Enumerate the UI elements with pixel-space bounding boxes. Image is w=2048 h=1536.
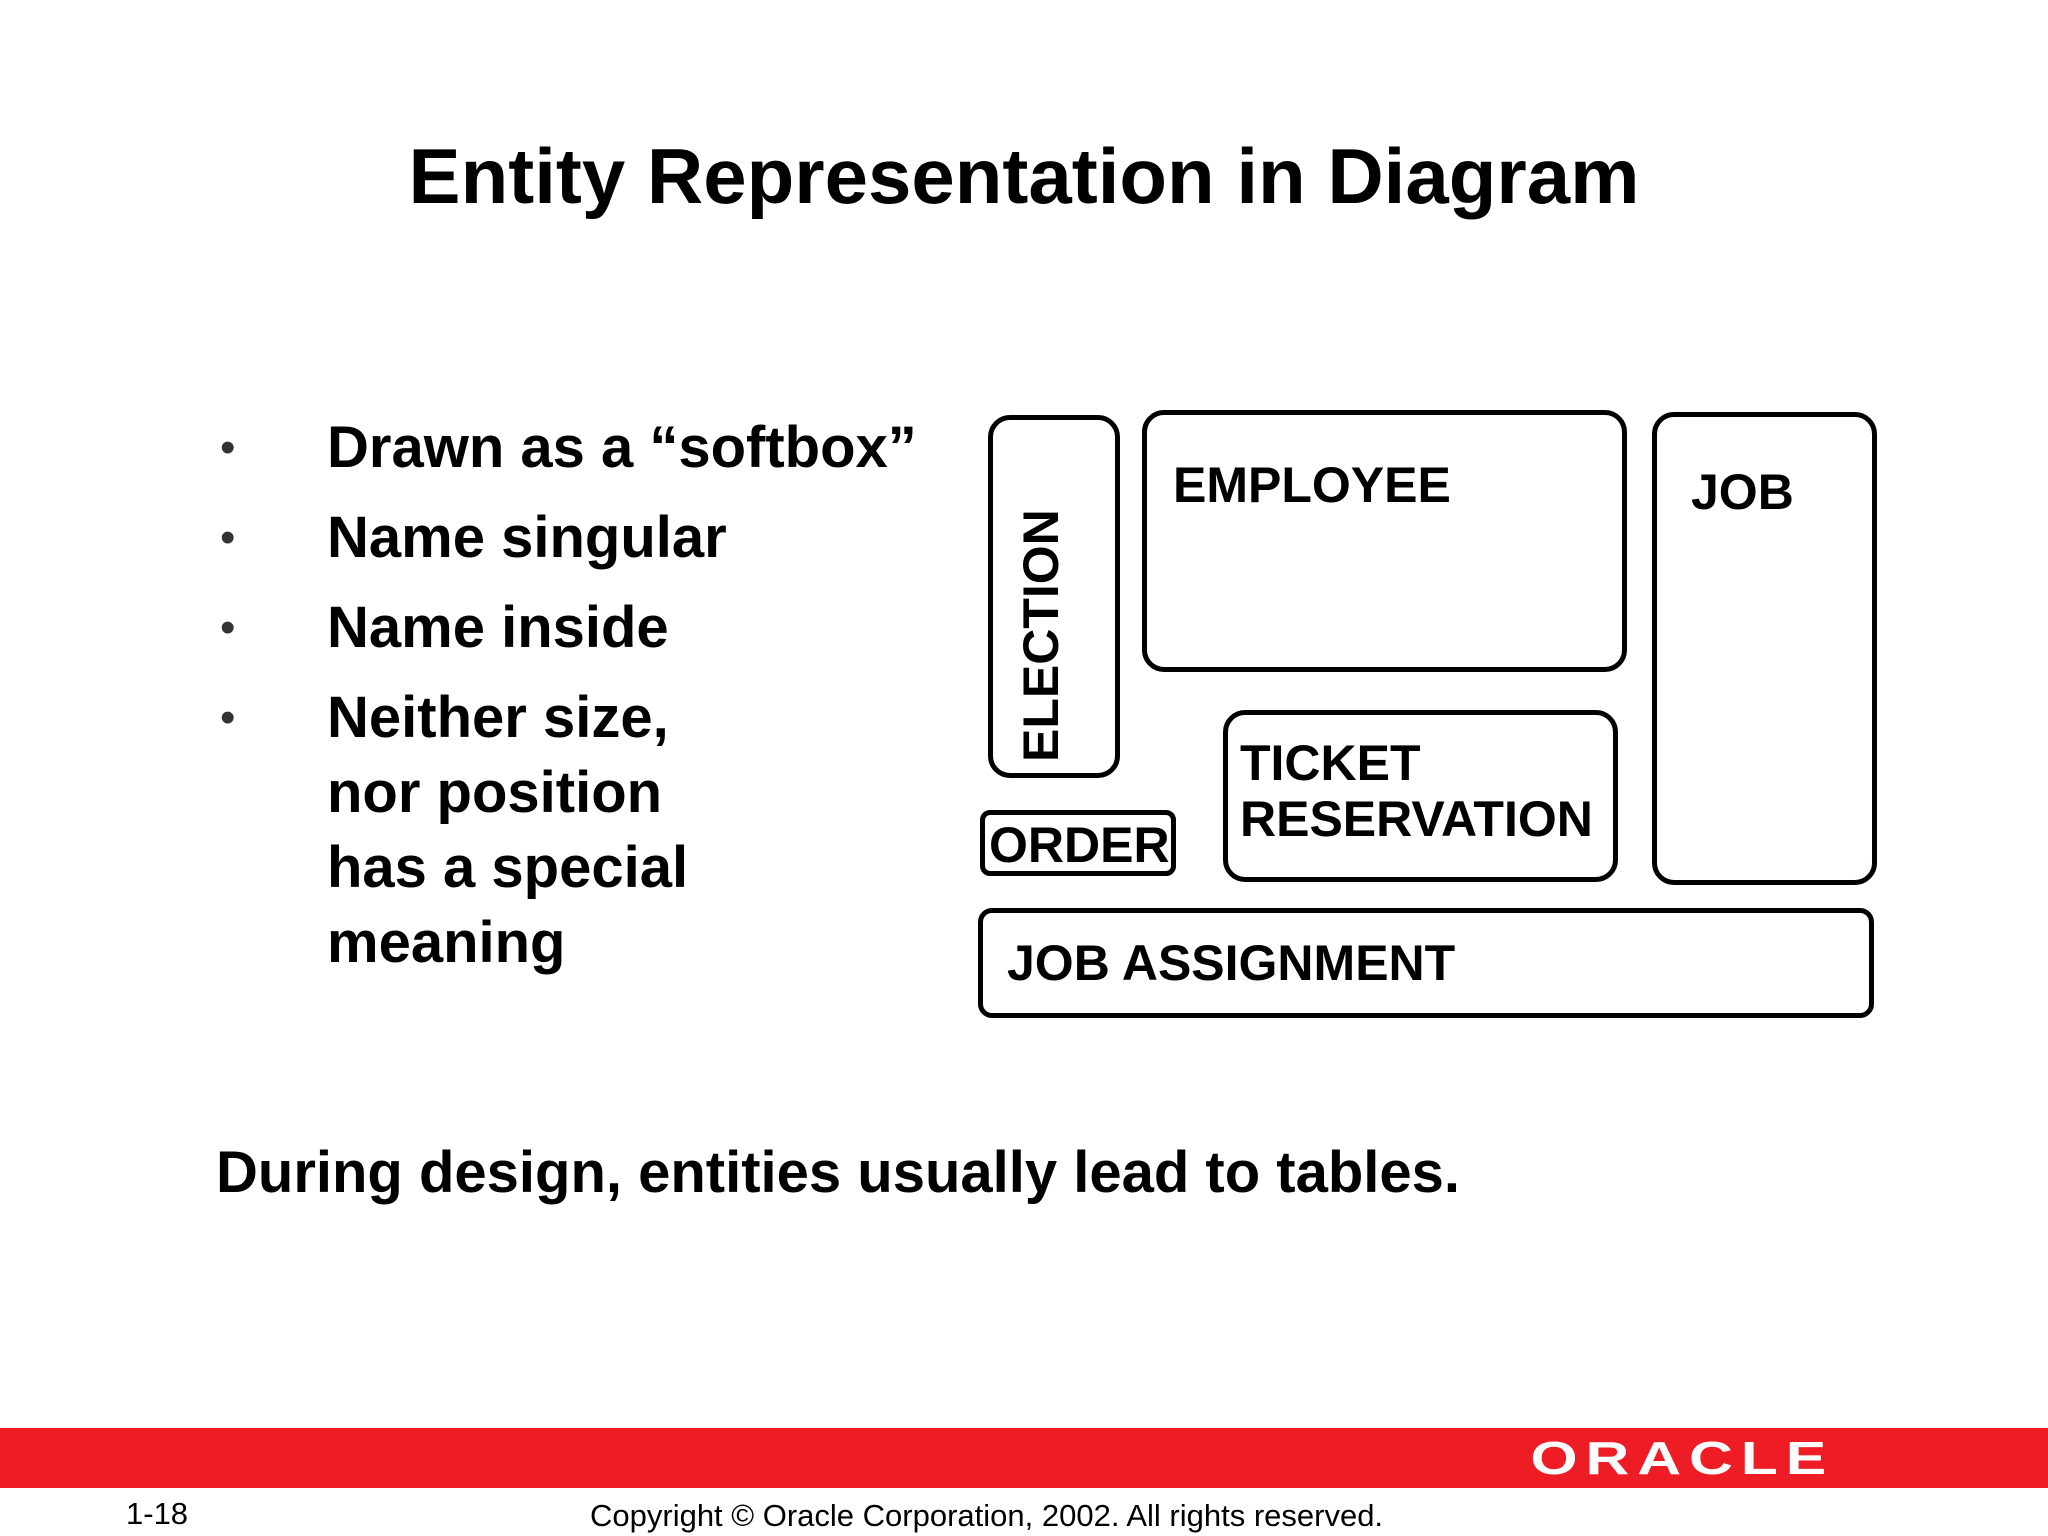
entity-order: ORDER — [980, 810, 1176, 876]
bullet-item-softbox: • Drawn as a “softbox” — [220, 410, 980, 485]
entity-ticket-reservation-label: TICKET RESERVATION — [1240, 735, 1593, 847]
entity-job-label: JOB — [1691, 464, 1794, 520]
entity-order-label: ORDER — [989, 817, 1170, 873]
bullet-item-size-position: • Neither size, nor position has a speci… — [220, 680, 980, 980]
copyright-notice: Copyright © Oracle Corporation, 2002. Al… — [590, 1498, 1384, 1533]
footer-bar: ORACLE — [0, 1428, 2048, 1488]
entity-election-label: ELECTION — [1013, 509, 1069, 762]
entity-job: JOB — [1652, 412, 1877, 885]
bullet-item-name-inside: • Name inside — [220, 590, 980, 665]
entity-job-assignment-label: JOB ASSIGNMENT — [1007, 935, 1456, 991]
page-number: 1-18 — [126, 1496, 189, 1531]
entity-employee: EMPLOYEE — [1142, 410, 1627, 672]
bullet-text: Neither size, nor position has a special… — [327, 685, 689, 975]
entity-election: ELECTION — [988, 415, 1120, 778]
bullet-text: Name inside — [327, 595, 669, 660]
entity-employee-label: EMPLOYEE — [1173, 457, 1451, 513]
bullet-marker: • — [220, 693, 236, 742]
bullet-marker: • — [220, 423, 236, 472]
slide-title: Entity Representation in Diagram — [408, 132, 1640, 220]
bullet-marker: • — [220, 513, 236, 562]
bullet-marker: • — [220, 603, 236, 652]
bullet-text: Drawn as a “softbox” — [327, 415, 917, 480]
oracle-logo: ORACLE — [1530, 1432, 1834, 1484]
entity-ticket-reservation: TICKET RESERVATION — [1223, 710, 1618, 882]
summary-text: During design, entities usually lead to … — [216, 1140, 1461, 1205]
bullet-item-name-singular: • Name singular — [220, 500, 980, 575]
bullet-text: Name singular — [327, 505, 727, 570]
entity-job-assignment: JOB ASSIGNMENT — [978, 908, 1874, 1018]
bullet-list: • Drawn as a “softbox” • Name singular •… — [220, 410, 980, 995]
